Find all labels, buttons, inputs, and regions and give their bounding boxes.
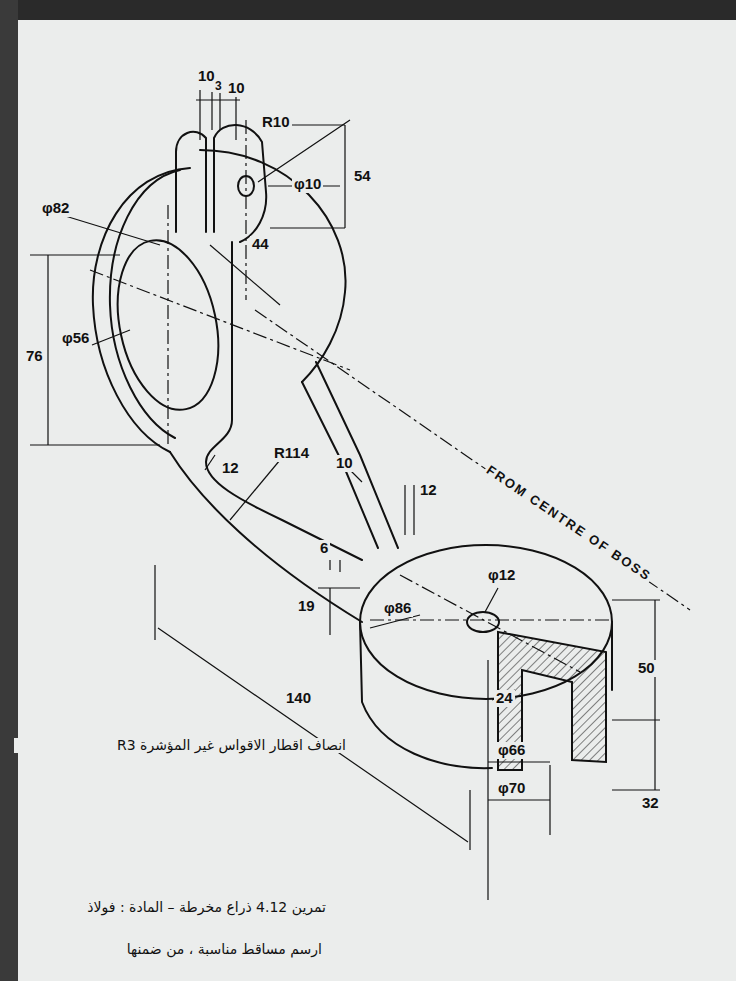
dimension-label: φ56 [60,330,91,347]
dimension-label: 12 [220,460,241,477]
dimension-label: R10 [260,114,292,131]
dimension-line [612,600,660,790]
centre-line [370,619,610,620]
arm-rib [316,362,398,548]
dimension-label: 140 [284,690,313,707]
dimension-label: φ86 [382,600,413,617]
dimension-label: 76 [24,348,45,365]
dimension-line [196,90,240,140]
dimension-line [330,560,340,572]
note-text: تمرين 4.12 ذراع مخرطة – المادة : فولاذ [24,900,328,915]
dimension-label: 50 [636,660,657,677]
dimension-line [30,90,660,900]
leader-line [205,455,215,470]
dimension-label: φ12 [486,567,517,584]
dimension-label: 19 [296,598,317,615]
arm-edge [206,242,362,560]
dimension-label: 44 [250,236,271,253]
dimension-line [488,660,550,900]
centre-line [245,120,246,300]
lug-plate [214,125,266,242]
leader-line [485,588,498,612]
centre-line [400,575,580,672]
centre-line [255,310,690,610]
arm-rib [302,382,378,548]
boss-side [360,622,492,768]
dimension-label: φ10 [292,176,323,193]
centre-line [167,205,168,445]
dimension-label: 3 [213,80,224,93]
dimension-line [318,588,360,635]
dimension-label: 12 [418,482,439,499]
dimension-label: 54 [352,168,373,185]
dimension-label: 10 [226,80,247,97]
dimension-label: 32 [640,795,661,812]
dimension-label: φ66 [496,742,527,759]
screen-edge [0,0,18,981]
dimension-label: R114 [272,445,311,462]
dimension-line [30,255,160,445]
lug-plate [176,132,206,232]
boss-back [200,150,346,382]
boss-side [611,622,613,690]
screen-edge [0,0,736,20]
leader-line [62,215,160,245]
dimension-line [210,245,280,305]
centre-line [90,270,350,370]
leader-line [370,615,420,628]
dimension-line [350,470,414,535]
dimension-label: 24 [494,690,515,707]
dimension-line [270,125,345,228]
dimension-label: φ70 [496,780,527,797]
arm-edge [170,452,362,622]
bore-hole [467,612,499,632]
dimension-line [155,565,470,850]
dimension-label: 6 [318,540,330,557]
note-text: انصاف اقطار الاقواس غير المؤشرة R3 [14,738,348,753]
leader-line [92,330,130,345]
boss-face [110,170,180,438]
centre-line [90,120,690,672]
dimension-label: φ82 [40,200,71,217]
note-text: ارسم مساقط مناسبة ، من ضمنها [100,942,324,957]
dimension-label: 10 [334,455,355,472]
